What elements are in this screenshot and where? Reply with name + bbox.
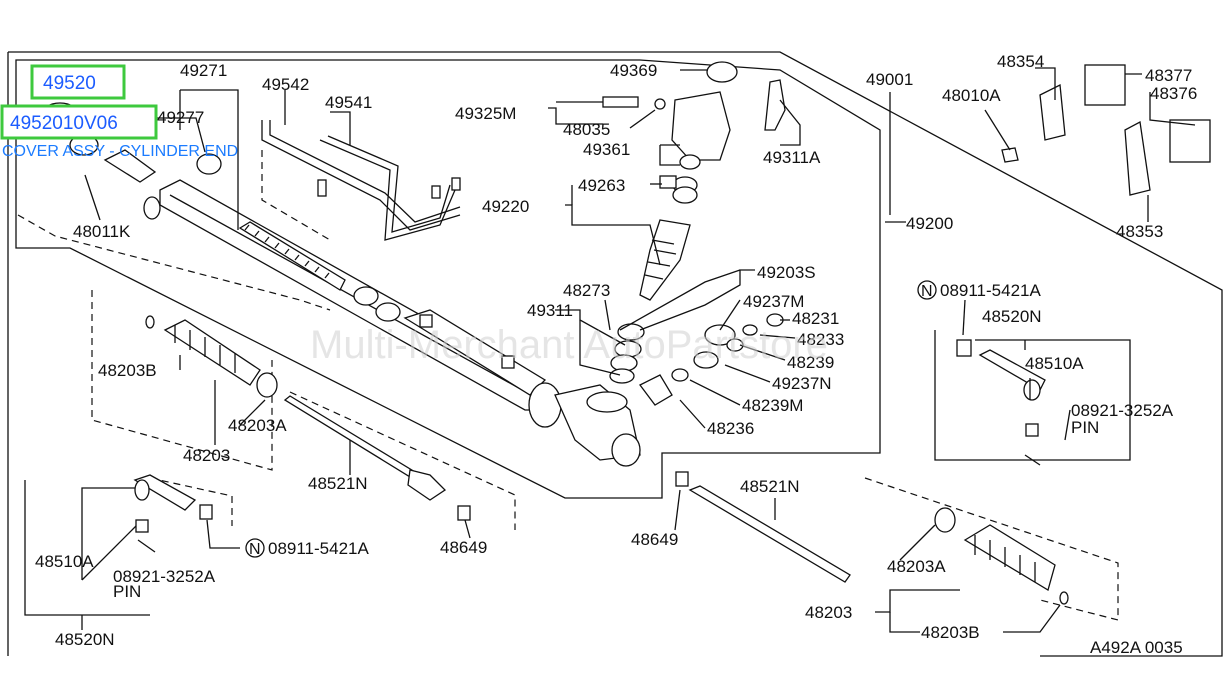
svg-text:N: N bbox=[921, 283, 933, 300]
label-49361[interactable]: 49361 bbox=[583, 140, 630, 159]
label-48011k[interactable]: 48011K bbox=[73, 222, 131, 241]
label-48203b[interactable]: 48203B bbox=[98, 361, 157, 380]
label-48239[interactable]: 48239 bbox=[787, 353, 834, 372]
label-48521n[interactable]: 48521N bbox=[308, 474, 368, 493]
label-49541[interactable]: 49541 bbox=[325, 93, 372, 112]
dash-group-left-boot bbox=[91, 290, 273, 471]
seal-ring-a bbox=[353, 286, 379, 306]
label-48203a-right[interactable]: 48203A bbox=[887, 557, 946, 576]
label-49311a[interactable]: 49311A bbox=[763, 148, 821, 167]
gear-housing bbox=[528, 382, 641, 467]
label-49277[interactable]: 49277 bbox=[157, 108, 204, 127]
label-49311[interactable]: 49311 bbox=[527, 301, 573, 320]
right-tie-rod-end-box bbox=[934, 330, 1131, 461]
label-49203s[interactable]: 49203S bbox=[757, 263, 816, 282]
rack-teeth bbox=[238, 221, 346, 291]
label-48510a-right[interactable]: 48510A bbox=[1025, 354, 1084, 373]
label-49237m[interactable]: 49237M bbox=[743, 292, 804, 311]
label-49369[interactable]: 49369 bbox=[610, 61, 657, 80]
seal-49263 bbox=[659, 175, 677, 189]
clamp-block bbox=[419, 314, 433, 328]
seal-ring-b bbox=[375, 302, 401, 322]
left-tie-rod-end bbox=[133, 474, 213, 553]
highlight-description: COVER ASSY - CYLINDER END bbox=[2, 143, 238, 160]
svg-text:N: N bbox=[249, 541, 261, 558]
right-inner-tie-rod bbox=[675, 471, 851, 583]
label-nut-left[interactable]: 08911-5421A bbox=[268, 539, 369, 558]
label-48231[interactable]: 48231 bbox=[792, 309, 839, 328]
label-48035[interactable]: 48035 bbox=[563, 120, 610, 139]
dash-group-right-boot bbox=[864, 477, 1119, 621]
nut-marker-right: N bbox=[917, 280, 937, 300]
label-48203[interactable]: 48203 bbox=[183, 446, 230, 465]
label-48203b-right[interactable]: 48203B bbox=[921, 623, 980, 642]
leader-lines bbox=[81, 67, 1196, 633]
mounting-brackets bbox=[1001, 64, 1211, 196]
watermark: Multi-Merchant AutoPartstore bbox=[310, 323, 828, 367]
label-pin-word-right: PIN bbox=[1071, 418, 1099, 437]
label-48203-right[interactable]: 48203 bbox=[805, 603, 852, 622]
label-49542[interactable]: 49542 bbox=[262, 75, 309, 94]
dash-group-left-rod bbox=[289, 391, 516, 530]
label-48273[interactable]: 48273 bbox=[563, 281, 610, 300]
label-48236[interactable]: 48236 bbox=[707, 419, 754, 438]
left-boot bbox=[145, 315, 278, 398]
label-48239m[interactable]: 48239M bbox=[742, 396, 803, 415]
label-49220[interactable]: 49220 bbox=[482, 197, 529, 216]
label-48233[interactable]: 48233 bbox=[797, 330, 844, 349]
highlight-callout[interactable]: 49520 4952010V06 COVER ASSY - CYLINDER E… bbox=[0, 64, 238, 160]
label-48377[interactable]: 48377 bbox=[1145, 66, 1192, 85]
highlight-part-box[interactable] bbox=[30, 64, 126, 100]
label-49263[interactable]: 49263 bbox=[578, 176, 625, 195]
label-48353[interactable]: 48353 bbox=[1116, 222, 1163, 241]
label-48520n-right[interactable]: 48520N bbox=[982, 307, 1042, 326]
label-48510a-left[interactable]: 48510A bbox=[35, 552, 94, 571]
left-inner-tie-rod bbox=[283, 395, 471, 521]
label-48521n-right[interactable]: 48521N bbox=[740, 477, 800, 496]
dash-group-cylinder bbox=[17, 214, 331, 311]
label-49325m[interactable]: 49325M bbox=[455, 104, 516, 123]
diagram-code: A492A 0035 bbox=[1090, 638, 1183, 657]
label-49237n[interactable]: 49237N bbox=[772, 374, 832, 393]
feed-pipes bbox=[261, 120, 461, 241]
label-48649[interactable]: 48649 bbox=[440, 538, 487, 557]
label-49271[interactable]: 49271 bbox=[180, 61, 227, 80]
rubber-mount bbox=[501, 355, 515, 369]
label-49200[interactable]: 49200 bbox=[906, 214, 953, 233]
label-pin-word-left: PIN bbox=[113, 582, 141, 601]
pinion-shaft bbox=[639, 176, 698, 301]
highlight-part-number[interactable]: 49520 bbox=[43, 73, 96, 94]
label-nut-right[interactable]: 08911-5421A bbox=[940, 281, 1041, 300]
pinion-seal-stack bbox=[609, 313, 784, 406]
dash-group-tie-end-left bbox=[149, 477, 233, 526]
label-48010a[interactable]: 48010A bbox=[942, 86, 1001, 105]
label-49001[interactable]: 49001 bbox=[866, 70, 913, 89]
label-pin-left[interactable]: 08921-3252A bbox=[113, 567, 216, 586]
left-tie-rod-end-box bbox=[24, 480, 150, 616]
label-48649-right[interactable]: 48649 bbox=[631, 530, 678, 549]
label-48520n-left[interactable]: 48520N bbox=[55, 630, 115, 649]
right-boot bbox=[934, 507, 1069, 605]
highlight-oem-box[interactable] bbox=[0, 104, 158, 140]
right-tie-rod-end bbox=[956, 339, 1046, 466]
dash-group-pipes bbox=[261, 150, 331, 241]
diagram-frame bbox=[8, 51, 1223, 657]
label-pin-right[interactable]: 08921-3252A bbox=[1071, 401, 1174, 420]
label-48376[interactable]: 48376 bbox=[1150, 84, 1197, 103]
control-valve bbox=[602, 61, 786, 170]
seal-ring-49277 bbox=[196, 153, 222, 175]
nut-marker-left: N bbox=[245, 538, 265, 558]
label-48203a[interactable]: 48203A bbox=[228, 416, 287, 435]
label-48354[interactable]: 48354 bbox=[997, 52, 1044, 71]
highlight-oem-number[interactable]: 4952010V06 bbox=[10, 113, 118, 134]
